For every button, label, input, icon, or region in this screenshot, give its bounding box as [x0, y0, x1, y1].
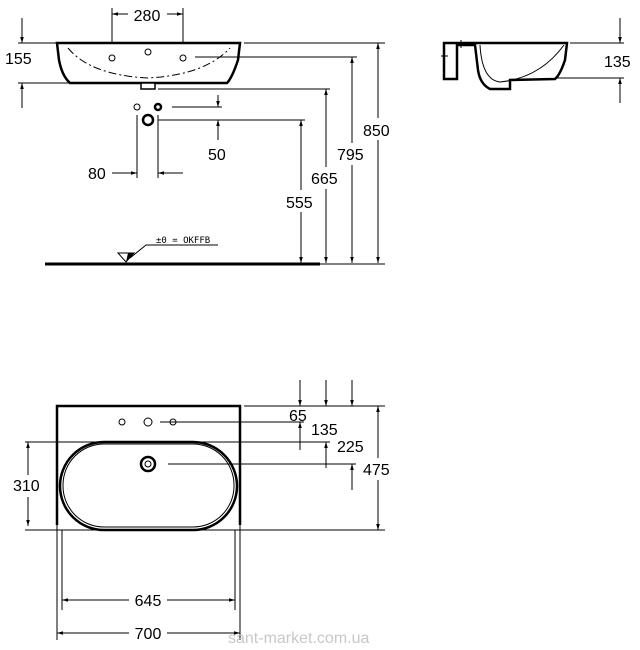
basin-side-outline	[442, 41, 569, 91]
front-view: 280 155 80 50 555 665 795 850 ±0 = OKFFB	[5, 8, 396, 266]
dim-135-side: 135	[604, 54, 631, 71]
bowl-outline	[58, 440, 239, 532]
dim-850: 850	[363, 123, 390, 140]
valve-left	[133, 103, 141, 111]
tap-holes-front	[108, 48, 187, 62]
dim-80: 80	[88, 166, 106, 183]
dim-555: 555	[286, 195, 313, 212]
dim-645: 645	[135, 593, 162, 610]
dim-665: 665	[311, 171, 338, 188]
valve-right	[153, 102, 163, 112]
floor-reference-label: ±0 = OKFFB	[156, 236, 210, 246]
drain-plan	[139, 455, 157, 473]
dim-155: 155	[5, 51, 32, 68]
plan-view: 65 135 225 475 310 645 700	[12, 380, 396, 643]
side-view: 135	[441, 18, 631, 103]
dim-135-plan: 135	[311, 422, 338, 439]
drain-front	[140, 82, 156, 90]
basin-plan-outline	[55, 404, 242, 525]
dim-225: 225	[337, 439, 364, 456]
dim-475: 475	[363, 462, 390, 479]
watermark: sant-market.com.ua	[228, 630, 369, 647]
basin-front-outline	[55, 41, 242, 85]
dim-65: 65	[289, 408, 307, 425]
dim-795: 795	[337, 147, 364, 164]
dim-50: 50	[208, 147, 226, 164]
dim-280: 280	[134, 8, 161, 25]
waste-outlet	[141, 113, 155, 127]
dim-310: 310	[13, 478, 40, 495]
dim-700: 700	[135, 626, 162, 643]
